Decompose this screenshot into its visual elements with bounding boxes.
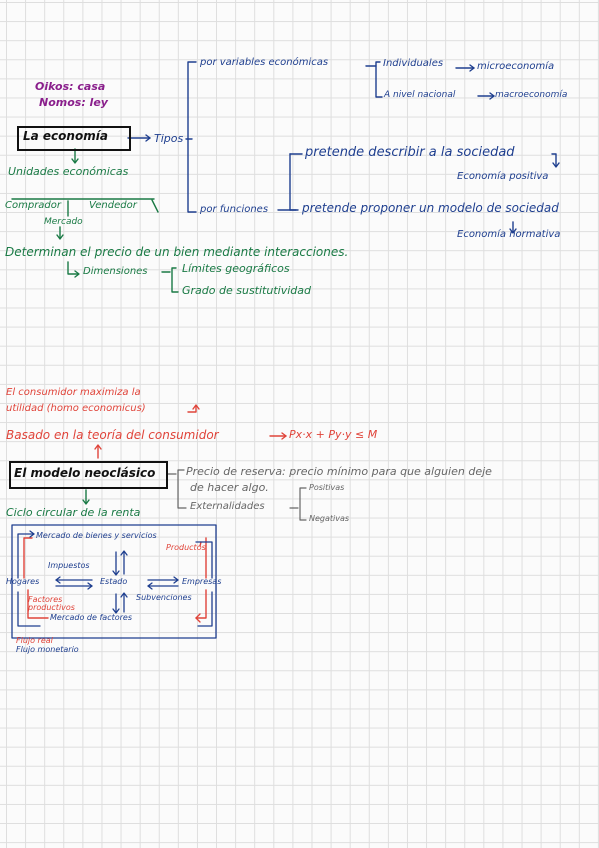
determinan-sentence: Determinan el precio de un bien mediante… <box>5 245 349 259</box>
subvenciones-label: Subvenciones <box>136 593 192 602</box>
tipos-label: Tipos <box>154 132 184 145</box>
grado-label: Grado de sustitutividad <box>182 284 311 297</box>
pretende-describir-label: pretende describir a la sociedad <box>305 145 515 160</box>
comprador-label: Comprador <box>5 200 62 211</box>
mercado-label: Mercado <box>44 217 83 227</box>
impuestos-label: Impuestos <box>48 561 90 570</box>
consumidor-line1: El consumidor maximiza la <box>6 387 141 398</box>
pretende-proponer-label: pretende proponer un modelo de sociedad <box>302 201 559 215</box>
precio-reserva-line1: Precio de reserva: precio mínimo para qu… <box>186 465 492 478</box>
legend-flujo-real: Flujo real <box>16 636 53 645</box>
hogares-node: Hogares <box>6 577 40 586</box>
basado-label: Basado en la teoría del consumidor <box>6 428 219 442</box>
limites-label: Límites geográficos <box>182 262 290 275</box>
la-economia-title: La economía <box>23 129 108 143</box>
negativas-label: Negativas <box>309 514 350 523</box>
empresas-node: Empresas <box>182 577 222 586</box>
oikos-definition: Oikos: casa <box>35 80 106 93</box>
por-funciones-label: por funciones <box>200 204 269 215</box>
ciclo-circular-label: Ciclo circular de la renta <box>6 506 141 519</box>
unidades-economicas-label: Unidades económicas <box>8 165 129 178</box>
ciclo-arrow <box>82 489 90 505</box>
productos-label: Productos <box>166 543 206 552</box>
modelo-neoclasico-box <box>9 461 168 489</box>
dimensiones-label: Dimensiones <box>83 266 148 277</box>
individuales-label: Individuales <box>383 58 444 69</box>
vendedor-label: Vendedor <box>89 200 137 211</box>
estado-node: Estado <box>100 577 128 586</box>
la-economia-box <box>17 126 131 151</box>
budget-formula: Px·x + Py·y ≤ M <box>289 428 378 441</box>
microeconomia-label: microeconomía <box>477 61 555 72</box>
mercado-bienes-label: Mercado de bienes y servicios <box>36 531 157 540</box>
externalidades-label: Externalidades <box>190 501 265 512</box>
economia-positiva-label: Economía positiva <box>457 171 549 182</box>
macroeconomia-label: macroeconomía <box>495 90 568 100</box>
mercado-factores-label: Mercado de factores <box>50 613 132 622</box>
modelo-neoclasico-title: El modelo neoclásico <box>14 466 156 480</box>
positivas-label: Positivas <box>309 483 345 492</box>
factores-line1: Factores <box>28 595 63 604</box>
por-variables-label: por variables económicas <box>200 57 329 68</box>
legend-flujo-monetario: Flujo monetario <box>16 645 79 654</box>
nomos-definition: Nomos: ley <box>39 96 108 109</box>
nivel-nacional-label: A nivel nacional <box>384 90 456 100</box>
precio-reserva-line2: de hacer algo. <box>190 481 269 494</box>
economia-normativa-label: Economía normativa <box>457 229 561 240</box>
factores-line2: productivos <box>28 603 75 612</box>
consumidor-line2: utilidad (homo economicus) <box>6 403 146 414</box>
